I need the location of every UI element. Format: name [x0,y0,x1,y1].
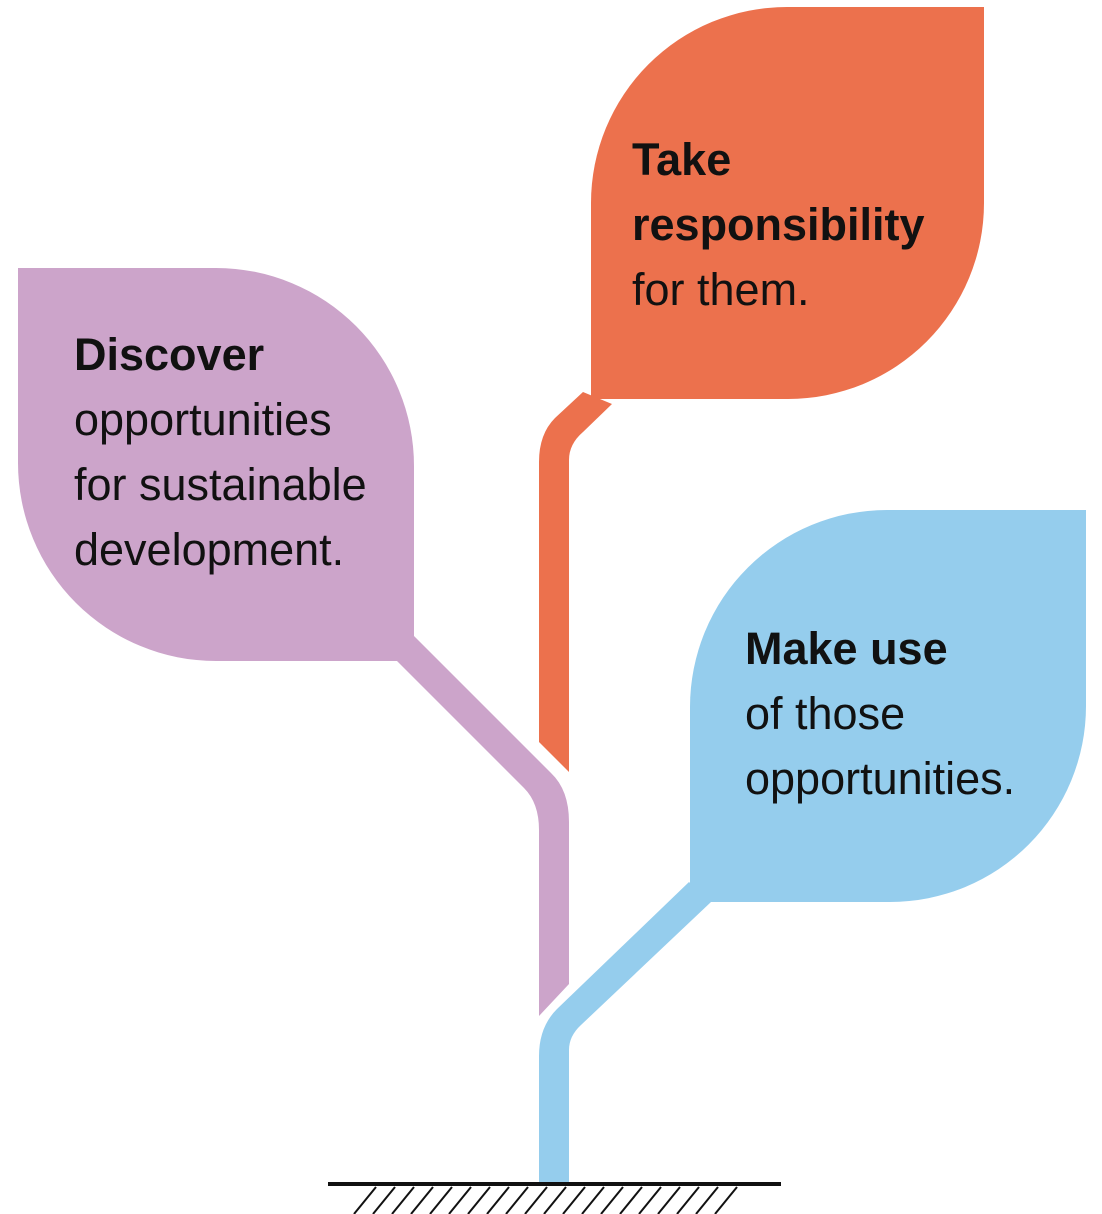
hatch-mark [581,1186,605,1214]
hatch-mark [676,1186,700,1214]
hatch-mark [448,1186,472,1214]
hatch-mark [505,1186,529,1214]
leaf-take [591,7,984,399]
hatch-mark [524,1186,548,1214]
take-heading-2: responsibility [632,199,925,250]
take-heading-1: Take [632,134,732,185]
discover-line-1: opportunities [74,394,332,445]
make-line-1: of those [745,688,906,739]
leaf-make [690,510,1086,902]
hatch-mark [695,1186,719,1214]
stem-take [539,392,612,772]
hatch-mark [619,1186,643,1214]
stem-discover [396,636,569,1016]
leaf-text-discover: Discover opportunities for sustainable d… [74,322,367,582]
leaf-text-make: Make use of those opportunities. [745,616,1015,811]
hatch-mark [429,1186,453,1214]
make-heading: Make use [745,623,948,674]
hatch-mark [486,1186,510,1214]
hatch-mark [467,1186,491,1214]
hatch-mark [543,1186,567,1214]
ground [328,1182,781,1214]
hatch-mark [410,1186,434,1214]
discover-line-2: for sustainable [74,459,367,510]
discover-heading: Discover [74,329,265,380]
discover-line-3: development. [74,524,345,575]
hatch-mark [657,1186,681,1214]
ground-hatching [353,1186,738,1214]
hatch-mark [600,1186,624,1214]
hatch-mark [714,1186,738,1214]
make-line-2: opportunities. [745,753,1016,804]
hatch-mark [353,1186,377,1214]
hatch-mark [372,1186,396,1214]
hatch-mark [391,1186,415,1214]
stem-make [539,882,711,1182]
leaf-text-take: Take responsibility for them. [632,127,925,322]
hatch-mark [562,1186,586,1214]
leaf-discover [18,268,414,661]
take-line-1: for them. [632,264,810,315]
hatch-mark [638,1186,662,1214]
